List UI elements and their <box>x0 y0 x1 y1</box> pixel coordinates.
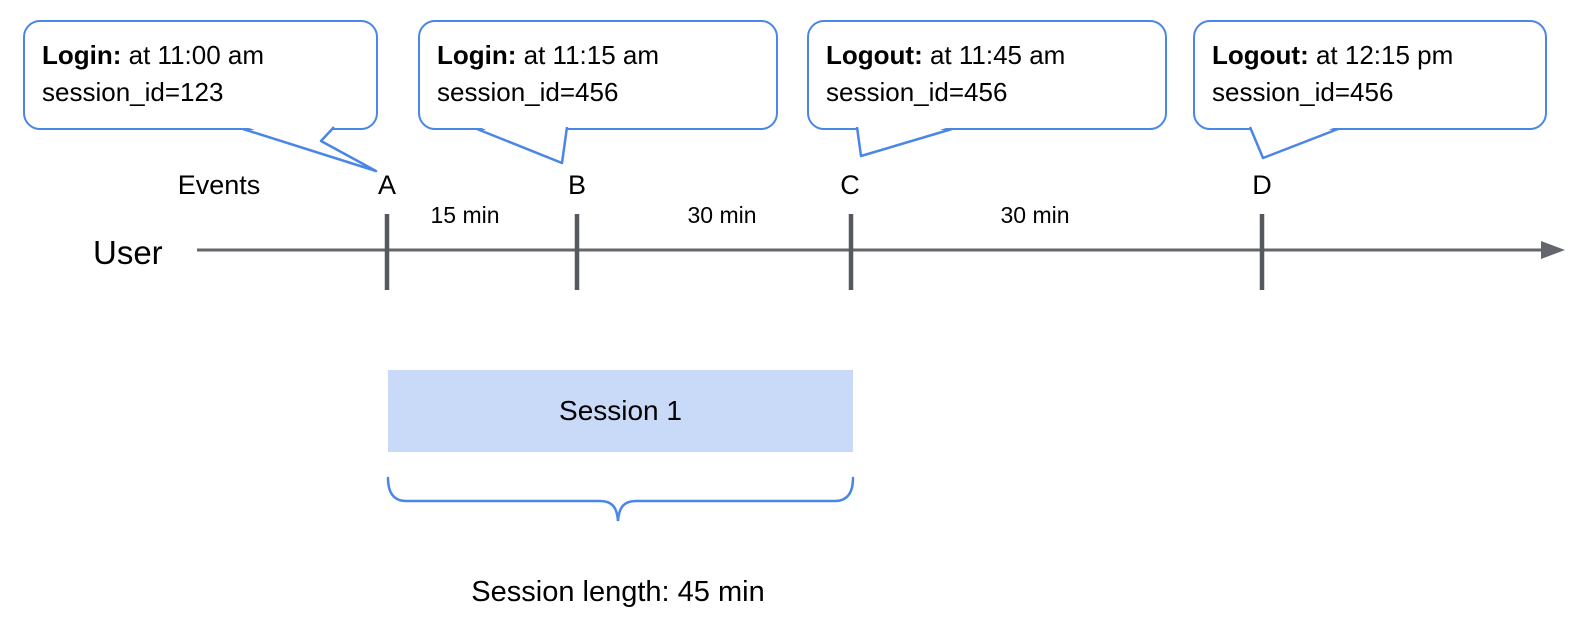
event-marker-a: A <box>377 170 397 200</box>
event-marker-d: D <box>1252 170 1272 200</box>
callout-session-id: session_id=456 <box>437 77 619 107</box>
callout-event-type: Logout: <box>1212 40 1309 70</box>
callout-line-1: Logout: at 11:45 am <box>826 37 1149 74</box>
callout-line-1: Logout: at 12:15 pm <box>1212 37 1529 74</box>
interval-c-d: 30 min <box>1000 202 1070 228</box>
callout-event-type: Login: <box>42 40 122 70</box>
callout-event-time: at 12:15 pm <box>1308 40 1454 70</box>
callout-event-type: Login: <box>437 40 517 70</box>
callout-logout-d: Logout: at 12:15 pm session_id=456 <box>1193 20 1547 130</box>
session-length-label: Session length: 45 min <box>471 576 765 608</box>
callout-event-time: at 11:15 am <box>516 40 660 70</box>
callout-event-type: Logout: <box>826 40 923 70</box>
event-marker-c: C <box>840 170 860 200</box>
user-lane-label: User <box>93 234 163 271</box>
callout-line-1: Login: at 11:15 am <box>437 37 760 74</box>
callout-login-a: Login: at 11:00 am session_id=123 <box>23 20 378 130</box>
callout-session-id: session_id=456 <box>826 77 1008 107</box>
session-1-label: Session 1 <box>559 395 682 426</box>
callout-login-b: Login: at 11:15 am session_id=456 <box>418 20 778 130</box>
callout-logout-c: Logout: at 11:45 am session_id=456 <box>807 20 1167 130</box>
callout-session-id: session_id=456 <box>1212 77 1394 107</box>
events-label: Events <box>177 170 261 200</box>
interval-a-b: 15 min <box>430 202 500 228</box>
event-marker-b: B <box>567 170 587 200</box>
callout-line-1: Login: at 11:00 am <box>42 37 360 74</box>
session-1-box: Session 1 <box>388 370 853 452</box>
callout-session-id: session_id=123 <box>42 77 224 107</box>
callout-event-time: at 11:00 am <box>121 40 265 70</box>
callout-event-time: at 11:45 am <box>922 40 1066 70</box>
interval-b-c: 30 min <box>687 202 757 228</box>
